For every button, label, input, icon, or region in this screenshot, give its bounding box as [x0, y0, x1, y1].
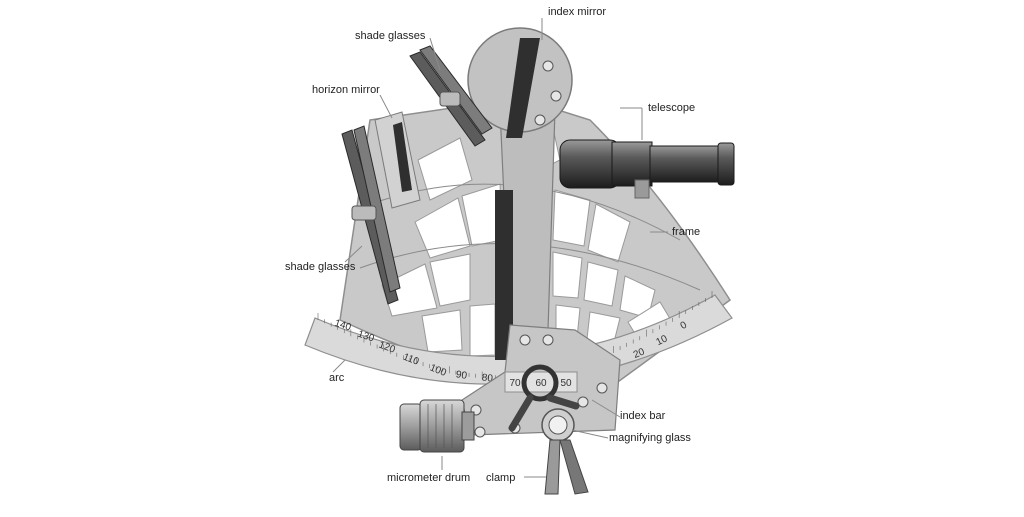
arc-scale-labels: 14013012011010090803020100 — [333, 318, 689, 385]
vernier-scale-label: 60 — [535, 378, 547, 389]
arc-scale-label: 20 — [632, 346, 647, 361]
vernier-scale-label: 70 — [509, 378, 521, 389]
label-arc: arc — [329, 372, 345, 384]
telescope — [559, 139, 735, 199]
arc-scale-label: 140 — [333, 318, 353, 334]
arc: 14013012011010090803020100 — [304, 291, 733, 385]
arc-scale-label: 10 — [654, 333, 669, 348]
label-frame: frame — [672, 226, 700, 238]
vernier-scale-labels: 70 60 50 — [509, 378, 572, 389]
magnifying-glass — [508, 364, 580, 432]
arc-scale-label: 0 — [679, 319, 690, 332]
callout-labels: index mirror shade glasses horizon mirro… — [285, 6, 700, 484]
shade-glasses-top — [409, 45, 493, 147]
arc-scale-label: 110 — [401, 352, 420, 368]
label-horizon-mirror: horizon mirror — [312, 84, 380, 96]
micrometer-drum — [399, 399, 475, 453]
label-magnifying-glass: magnifying glass — [609, 432, 691, 444]
leader-lines — [332, 18, 668, 478]
clamp — [541, 408, 589, 495]
label-shade-glasses-bottom: shade glasses — [285, 261, 356, 273]
label-index-bar: index bar — [620, 410, 666, 422]
arc-scale-label: 130 — [356, 329, 376, 345]
index-mirror — [467, 27, 573, 138]
label-shade-glasses-top: shade glasses — [355, 30, 426, 42]
horizon-mirror — [374, 111, 421, 209]
label-telescope: telescope — [648, 102, 695, 114]
label-index-mirror: index mirror — [548, 6, 606, 18]
label-micrometer-drum: micrometer drum — [387, 472, 470, 484]
label-clamp: clamp — [486, 472, 515, 484]
arc-scale-label: 90 — [455, 369, 468, 382]
shade-glasses-bottom — [341, 125, 401, 305]
arc-plate — [304, 294, 733, 385]
vernier-scale-label: 50 — [560, 378, 572, 389]
index-bar: 70 60 50 — [461, 109, 621, 438]
